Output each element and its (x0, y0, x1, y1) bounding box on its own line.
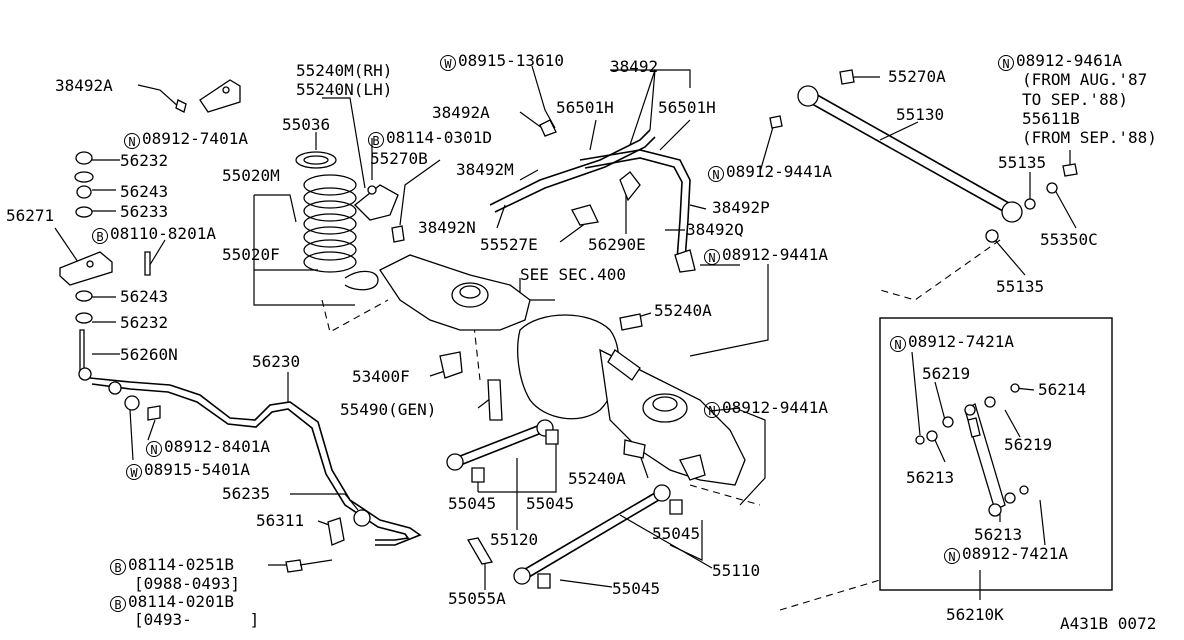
label-55270b: 55270B (370, 149, 428, 168)
label-56213-b: 56213 (974, 525, 1023, 544)
label-56219-b: 56219 (1004, 435, 1053, 454)
circle-w-icon: W (126, 464, 142, 480)
circle-n-icon: N (704, 249, 720, 265)
label-55130: 55130 (896, 105, 945, 124)
label-38492m: 38492M (456, 160, 514, 179)
label-55527e: 55527E (480, 235, 538, 254)
label-55045-b: 55045 (526, 494, 575, 513)
circle-b-icon: B (368, 132, 384, 148)
circle-w-icon: W (440, 55, 456, 71)
stabilizer-bar (89, 377, 422, 546)
lower-links (446, 419, 683, 589)
label-55020m: 55020M (222, 166, 280, 185)
label-from-aug-87: (FROM AUG.'87 (1022, 70, 1148, 89)
label-56232-b: 56232 (120, 313, 169, 332)
circle-n-icon: N (998, 55, 1014, 71)
label-38492n: 38492N (418, 218, 476, 237)
circle-b-icon: B (92, 228, 108, 244)
circle-n-icon: N (944, 548, 960, 564)
footer-code: A431B 0072 (1060, 614, 1157, 633)
circle-b-icon: B (110, 596, 126, 612)
label-56210k: 56210K (946, 605, 1004, 624)
label-55270a: 55270A (888, 67, 946, 86)
label-56311: 56311 (256, 511, 305, 530)
bolts-08114 (285, 559, 333, 573)
label-55240a-b: 55240A (568, 469, 626, 488)
label-56213-a: 56213 (906, 468, 955, 487)
coil-spring (295, 151, 379, 291)
circle-n-icon: N (704, 402, 720, 418)
label-55135-a: 55135 (998, 153, 1047, 172)
label-56243-a: 56243 (120, 182, 169, 201)
label-56235: 56235 (222, 484, 271, 503)
brake-pipes (489, 119, 696, 273)
label-56243-b: 56243 (120, 287, 169, 306)
stabilizer-mount-parts (59, 151, 151, 381)
label-55036: 55036 (282, 115, 331, 134)
label-38492p: 38492P (712, 198, 770, 217)
label-56501h-right: 56501H (658, 98, 716, 117)
label-38492q: 38492Q (686, 220, 744, 239)
label-56290e: 56290E (588, 235, 646, 254)
label-56230: 56230 (252, 352, 301, 371)
label-55240m-rh: 55240M(RH) (296, 61, 393, 80)
bracket-38492a (175, 79, 241, 113)
rear-axle-housing (379, 254, 746, 486)
label-55135-b: 55135 (996, 277, 1045, 296)
label-55240a-a: 55240A (654, 301, 712, 320)
circle-n-icon: N (890, 336, 906, 352)
circle-b-icon: B (110, 559, 126, 575)
label-56501h-left: 56501H (556, 98, 614, 117)
label-38492a-top: 38492A (55, 76, 113, 95)
label-date-0493: [0493- ] (134, 610, 260, 629)
label-53400f: 53400F (352, 367, 410, 386)
label-38492a-mid: 38492A (432, 103, 490, 122)
label-from-sep-88: (FROM SEP.'88) (1022, 128, 1157, 147)
label-56214: 56214 (1038, 380, 1087, 399)
label-55490-gen: 55490(GEN) (340, 400, 437, 419)
lateral-rod (769, 69, 1078, 243)
label-56271: 56271 (6, 206, 55, 225)
label-56232-a: 56232 (120, 151, 169, 170)
circle-n-icon: N (708, 166, 724, 182)
label-55110: 55110 (712, 561, 761, 580)
spring-seat-bracket (354, 184, 405, 243)
label-55045-a: 55045 (448, 494, 497, 513)
shock-absorber-box (879, 317, 1113, 591)
label-55055a: 55055A (448, 589, 506, 608)
label-55350c: 55350C (1040, 230, 1098, 249)
label-see-sec-400: SEE SEC.400 (520, 265, 626, 284)
circle-n-icon: N (146, 441, 162, 457)
label-55045-d: 55045 (612, 579, 661, 598)
label-55020f: 55020F (222, 245, 280, 264)
label-55120: 55120 (490, 530, 539, 549)
label-56260n: 56260N (120, 345, 178, 364)
label-38492: 38492 (610, 57, 659, 76)
label-to-sep-88: TO SEP.'88) (1022, 90, 1128, 109)
circle-n-icon: N (124, 133, 140, 149)
label-55611b: 55611B (1022, 109, 1080, 128)
label-56233: 56233 (120, 202, 169, 221)
label-55045-c: 55045 (652, 524, 701, 543)
label-56219-a: 56219 (922, 364, 971, 383)
label-date-0988-0493: [0988-0493] (134, 574, 240, 593)
label-55240n-lh: 55240N(LH) (296, 80, 393, 99)
